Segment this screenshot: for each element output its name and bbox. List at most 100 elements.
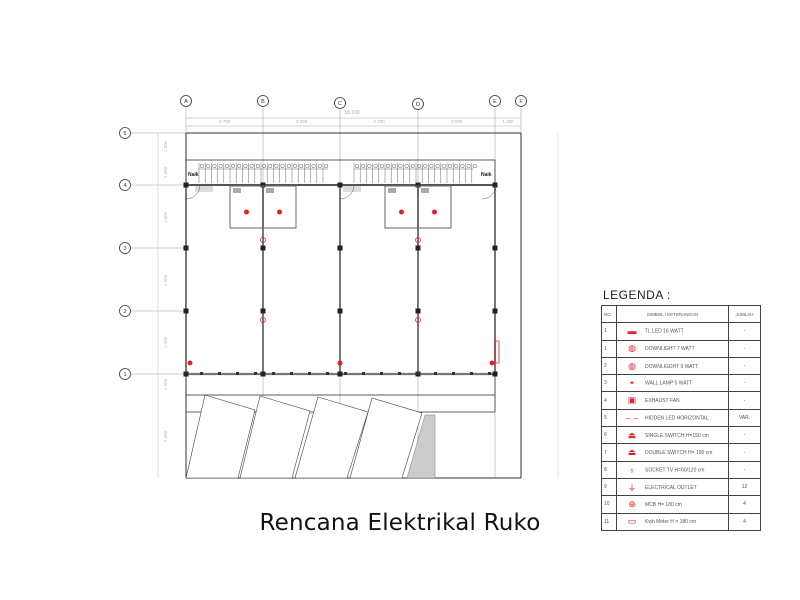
planter-hatch — [406, 414, 436, 479]
legend-label: ELECTRICAL OUTLET — [645, 484, 697, 491]
legend-no: 8 — [601, 460, 617, 479]
grid-label-A: A — [184, 99, 188, 105]
legend-qty: 4 — [728, 512, 761, 531]
parking-bay — [185, 394, 256, 479]
hidden-led — [218, 372, 221, 375]
wall-lamp — [260, 237, 266, 243]
double-switch-icon: ⏏ — [627, 447, 637, 458]
legend-no: 5 — [601, 408, 617, 428]
wall-lamp — [260, 317, 266, 323]
legend-qty: - — [728, 339, 761, 358]
stair-baluster — [472, 163, 477, 168]
grid-row-label-2: 2 — [123, 309, 126, 315]
stair-baluster — [224, 163, 229, 168]
hidden-led — [488, 372, 491, 375]
legend-no: 6 — [601, 426, 617, 445]
wall-lamp — [415, 317, 421, 323]
dimension-top: 3.000 — [451, 119, 463, 124]
legend-qty: - — [728, 374, 761, 393]
stair-baluster — [230, 163, 235, 168]
stair-baluster — [274, 163, 279, 168]
stair-baluster — [435, 163, 440, 168]
stair-baluster — [280, 163, 285, 168]
structural-column — [492, 245, 498, 251]
legend-qty: - — [728, 443, 761, 462]
grid-row-bubble-1 — [119, 368, 131, 380]
legend-symbol-cell: ◓WALL LAMP 5 WATT — [616, 374, 729, 393]
legend-qty: VAR. — [728, 408, 761, 428]
sink — [421, 188, 429, 193]
structural-column — [337, 245, 343, 251]
legend-symbol-cell: ♁ SOCKET TV H=60/120 cm — [616, 460, 729, 479]
stair-baluster — [460, 163, 465, 168]
door-swing — [339, 184, 355, 200]
downlight-icon: ◍ — [628, 343, 636, 354]
parking-bay — [349, 397, 423, 479]
dimension-left: 1.000 — [163, 274, 168, 286]
kwh-meter — [494, 340, 500, 364]
legend-symbol-cell: ◍DOWNLIGDHT 9 WATT — [616, 356, 729, 376]
stair-baluster — [243, 163, 248, 168]
legend-no: 2 — [601, 356, 617, 376]
structural-column — [415, 182, 421, 188]
legend-no: 7 — [601, 443, 617, 462]
legend-label: Kwh Meter H = 180 cm — [645, 519, 696, 526]
downlight-fixture — [399, 209, 404, 215]
legend-symbol-cell: ◍ DOWNLIGHT 7 WATT — [616, 339, 729, 358]
parking-bay — [239, 395, 311, 479]
legend-symbol-cell: ▣EXHAUST FAN — [616, 391, 729, 410]
stair-baluster — [355, 163, 360, 168]
header-no: NO — [601, 304, 617, 324]
hidden-led — [344, 372, 347, 375]
stair-baluster — [206, 163, 211, 168]
legend-label: SOCKET TV H=60/120 cm — [645, 467, 705, 474]
sink — [388, 188, 396, 193]
hidden-led — [308, 372, 311, 375]
legend-row: 8 ♁SOCKET TV H=60/120 cm - — [601, 460, 761, 479]
dimension-top: 1.200 — [502, 119, 514, 124]
socket-tv-icon: ♁ — [628, 464, 636, 475]
hidden-led — [416, 372, 419, 375]
legend-symbol-cell: ▬TL LED 16 WATT — [616, 322, 729, 341]
dimension-top: 3.000 — [296, 119, 308, 124]
stair-baluster — [398, 163, 403, 168]
stair-baluster — [429, 163, 434, 168]
stair-baluster — [410, 163, 415, 168]
legend-no: 9 — [601, 477, 617, 497]
stair-baluster — [373, 163, 378, 168]
structural-column — [492, 371, 498, 377]
legend-label: DOWNLIGHT 7 WATT — [645, 346, 695, 353]
stair-baluster — [262, 163, 267, 168]
structural-column — [260, 371, 266, 377]
toilet-room — [262, 185, 297, 229]
vanity — [195, 186, 213, 192]
stair-baluster — [249, 163, 254, 168]
outlet-fixture — [489, 360, 495, 366]
hidden-led — [362, 372, 365, 375]
hidden-led — [380, 372, 383, 375]
structural-column — [260, 182, 266, 188]
stair-label: Naik — [188, 172, 199, 178]
structural-column — [337, 182, 343, 188]
hidden-led — [452, 372, 455, 375]
legend-no: 4 — [601, 391, 617, 410]
legend-qty: - — [728, 391, 761, 410]
downlight-fixture — [432, 209, 437, 215]
legend-row: 2 ◍DOWNLIGDHT 9 WATT - — [601, 356, 761, 376]
legend-qty: - — [728, 426, 761, 445]
stair-baluster — [454, 163, 459, 168]
hidden-led — [290, 372, 293, 375]
stair-baluster — [417, 163, 422, 168]
legend-symbol-cell: – –HIDDEN LED HORIZONTAL — [616, 408, 729, 428]
stair-baluster — [317, 163, 322, 168]
parking-bay — [294, 396, 369, 479]
grid-bubble-C — [334, 97, 346, 109]
stair-baluster — [423, 163, 428, 168]
stair-baluster — [305, 163, 310, 168]
dimension-top: 2.700 — [219, 119, 231, 124]
drawing-title: Rencana Elektrikal Ruko — [259, 510, 541, 536]
grid-label-E: E — [493, 99, 497, 105]
grid-bubble-A — [180, 95, 192, 107]
header-qty: JUMLAH — [728, 304, 761, 324]
